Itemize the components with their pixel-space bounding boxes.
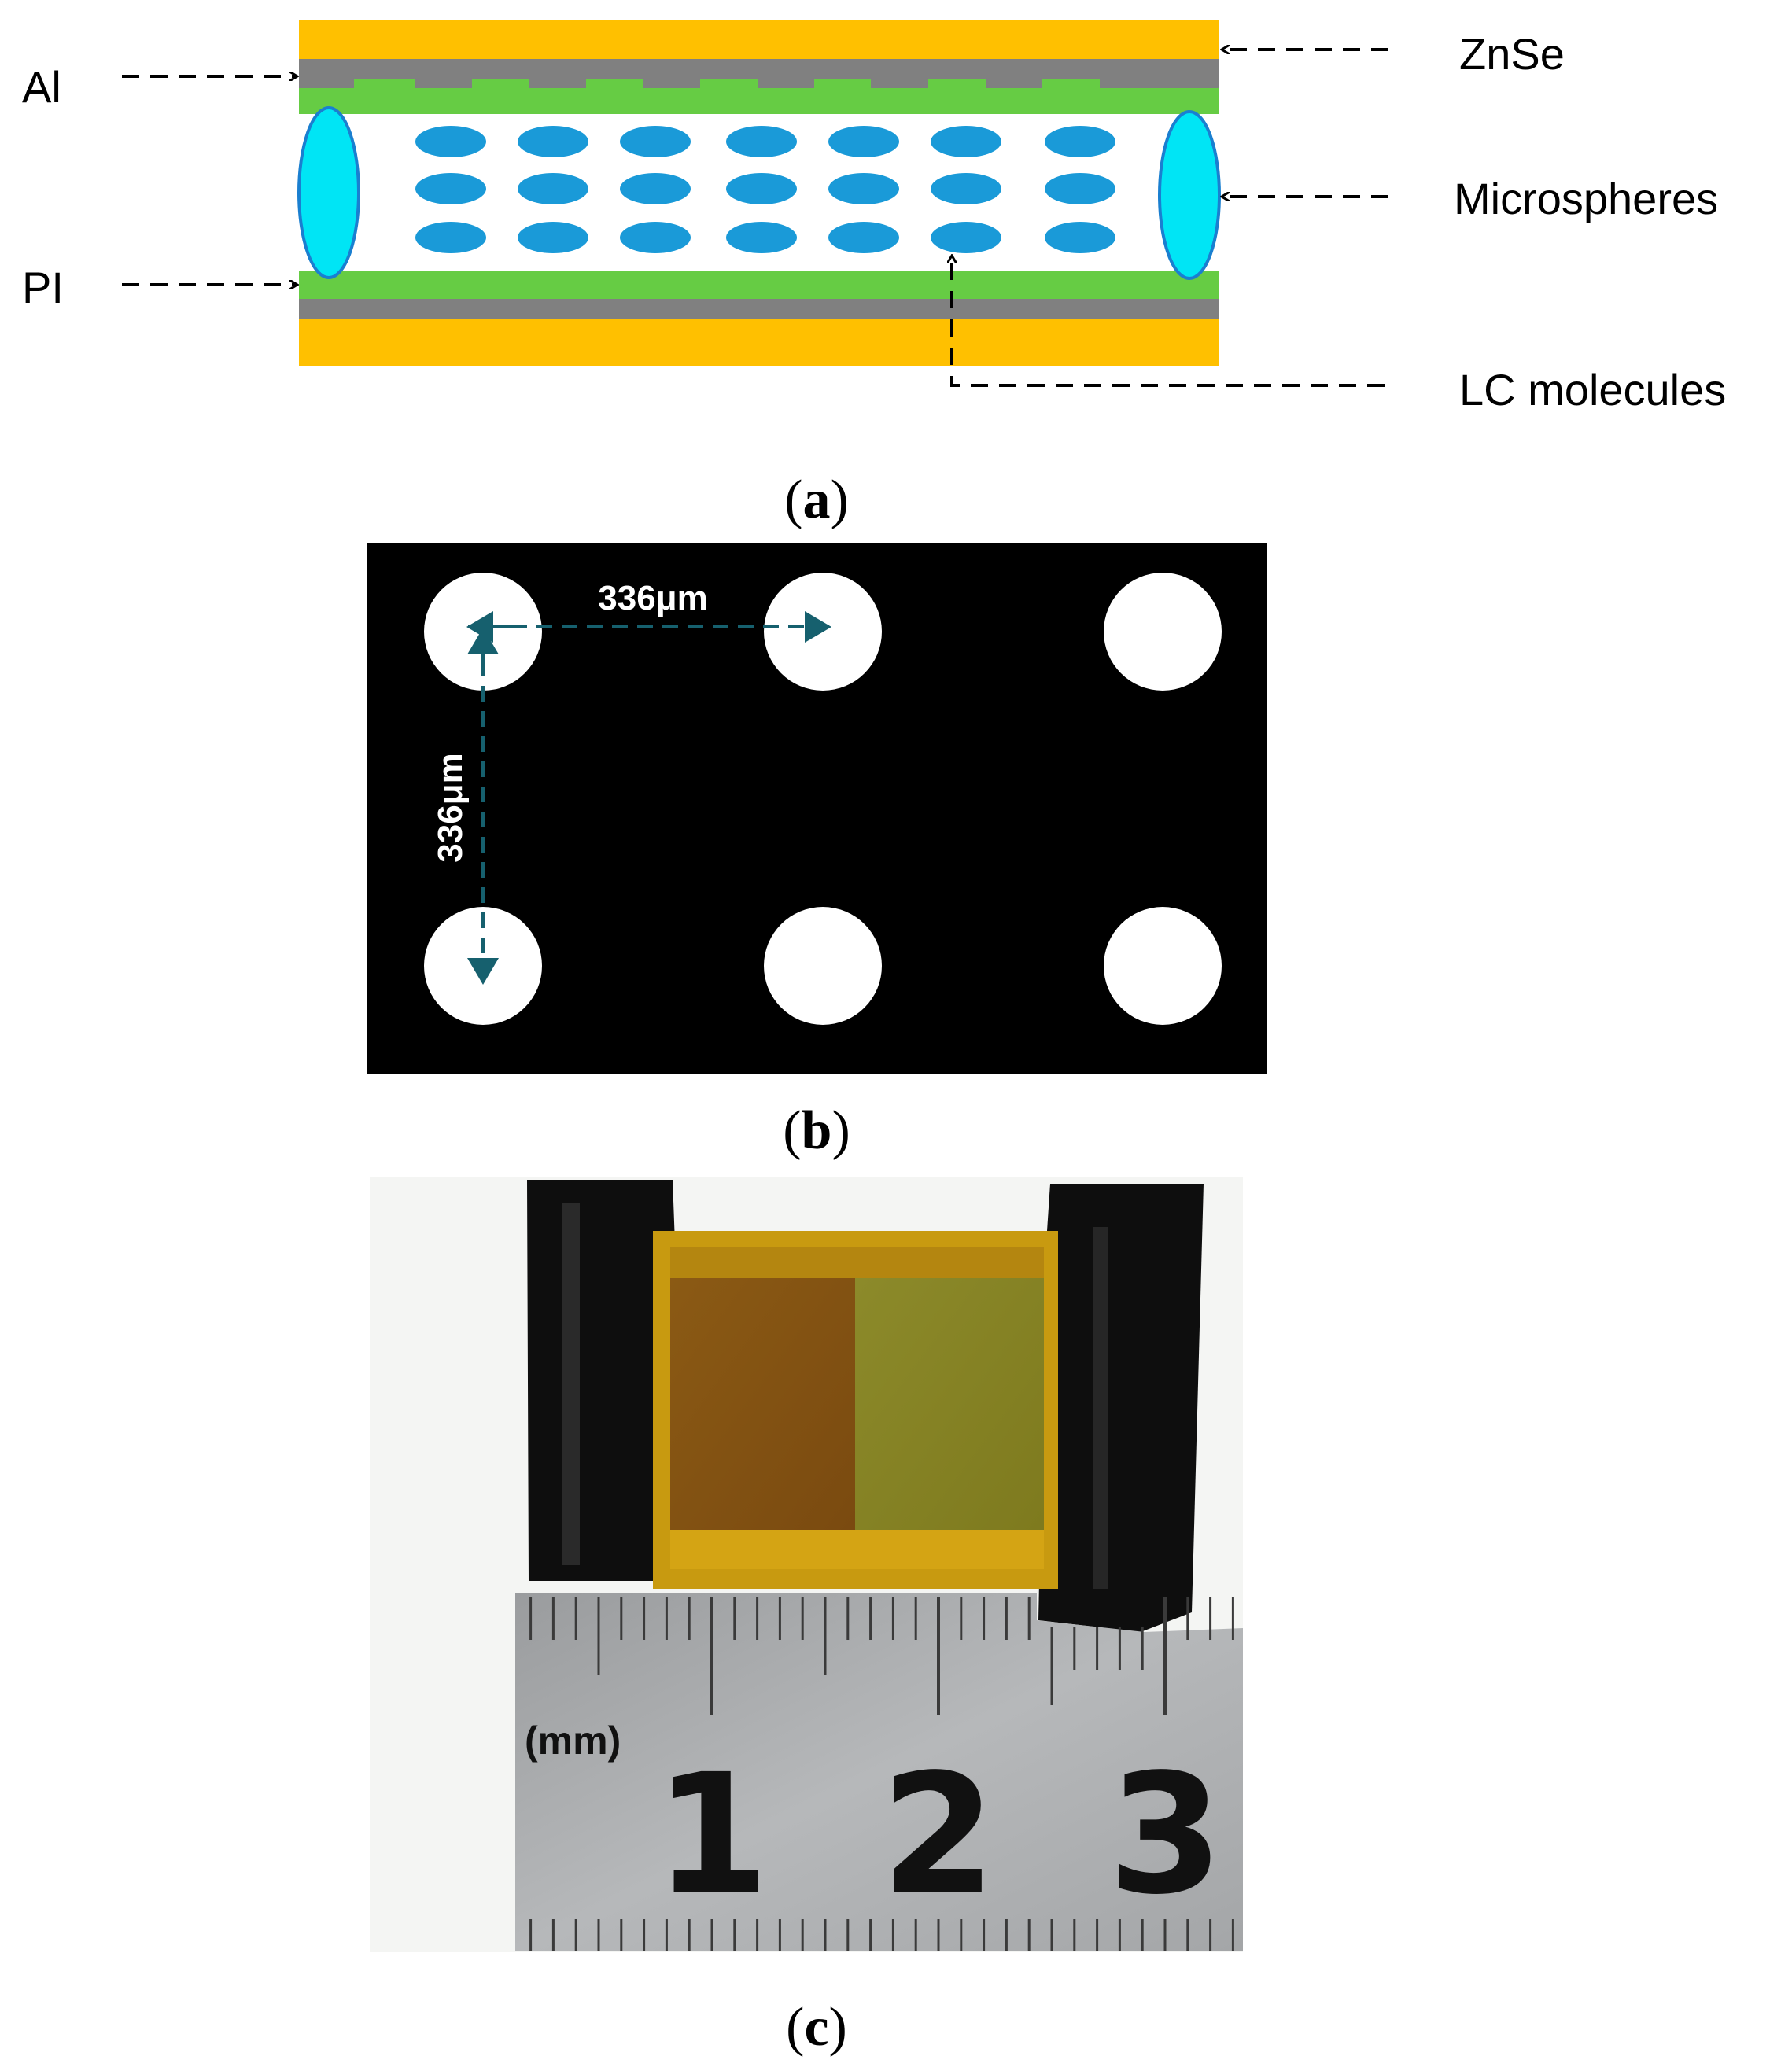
aperture-5 <box>764 907 882 1025</box>
aperture-3 <box>1104 573 1222 691</box>
lc-molecule <box>726 222 797 253</box>
ruler-unit-label: (mm) <box>525 1719 621 1763</box>
lc-molecule <box>620 126 691 157</box>
ruler <box>515 1593 1243 1951</box>
lc-molecule <box>726 126 797 157</box>
lc-molecule <box>415 173 486 204</box>
al-pattern-segment <box>529 79 586 88</box>
lc-molecule <box>726 173 797 204</box>
lc-cell-top-strip <box>670 1247 1044 1278</box>
dimension-label-horizontal: 336μm <box>598 579 707 617</box>
lc-molecule <box>620 222 691 253</box>
lc-molecule <box>415 126 486 157</box>
lc-molecule <box>828 173 899 204</box>
caption-a: (a) <box>784 470 849 530</box>
al-layer-top <box>299 59 1219 79</box>
label-microspheres: Microspheres <box>1454 174 1718 223</box>
al-pattern-segment <box>871 79 928 88</box>
pi-layer-bottom <box>299 271 1219 299</box>
arrow-lc-molecules <box>952 256 1385 387</box>
al-layer-bottom <box>299 299 1219 319</box>
znse-layer-top <box>299 20 1219 59</box>
al-pattern-segment <box>415 79 472 88</box>
microsphere-right <box>1158 110 1221 280</box>
lc-molecule <box>415 222 486 253</box>
lc-molecules <box>415 126 1115 253</box>
clip-left-highlight <box>562 1203 580 1565</box>
label-lc-molecules: LC molecules <box>1459 365 1726 415</box>
lc-cell-right-region <box>855 1278 1044 1530</box>
lc-molecule <box>931 222 1001 253</box>
panel-b: 336μm 336μm (b) <box>367 543 1267 1161</box>
al-pattern-segment <box>299 79 354 88</box>
lc-molecule <box>518 126 588 157</box>
aperture-6 <box>1104 907 1222 1025</box>
lc-molecule <box>1045 126 1115 157</box>
panel-c: (mm) 1 2 3 (c) <box>370 1177 1243 2058</box>
label-al: Al <box>22 62 61 112</box>
lc-molecule <box>931 126 1001 157</box>
lc-cell-left-region <box>670 1278 855 1530</box>
lc-molecule <box>518 173 588 204</box>
al-pattern <box>299 79 1219 88</box>
lc-molecule <box>828 222 899 253</box>
aperture-2 <box>764 573 882 691</box>
caption-c: (c) <box>786 1997 847 2058</box>
caption-b: (b) <box>783 1100 850 1161</box>
al-pattern-segment <box>758 79 814 88</box>
clip-right <box>1038 1184 1204 1632</box>
lc-cell-bottom-strip <box>670 1530 1044 1569</box>
clip-left <box>527 1180 675 1581</box>
lc-molecule <box>1045 222 1115 253</box>
al-pattern-segment <box>643 79 700 88</box>
znse-layer-bottom <box>299 315 1219 366</box>
lc-molecule <box>1045 173 1115 204</box>
ruler-number-1: 1 <box>654 1738 769 1931</box>
panel-a: Al PI ZnSe Microspheres LC molecules (a) <box>22 20 1726 530</box>
clip-right-highlight <box>1093 1227 1108 1589</box>
microsphere-left <box>297 106 360 279</box>
dimension-label-vertical: 336μm <box>431 753 470 862</box>
ruler-number-2: 2 <box>881 1738 996 1931</box>
lc-molecule <box>620 173 691 204</box>
lc-molecule <box>828 126 899 157</box>
label-pi: PI <box>22 263 64 312</box>
ruler-number-3: 3 <box>1108 1738 1223 1931</box>
lc-molecule <box>931 173 1001 204</box>
label-znse: ZnSe <box>1459 29 1565 79</box>
lc-molecule <box>518 222 588 253</box>
al-pattern-segment <box>986 79 1042 88</box>
al-pattern-segment <box>1100 79 1219 88</box>
ruler-ticks <box>529 1597 1234 1951</box>
